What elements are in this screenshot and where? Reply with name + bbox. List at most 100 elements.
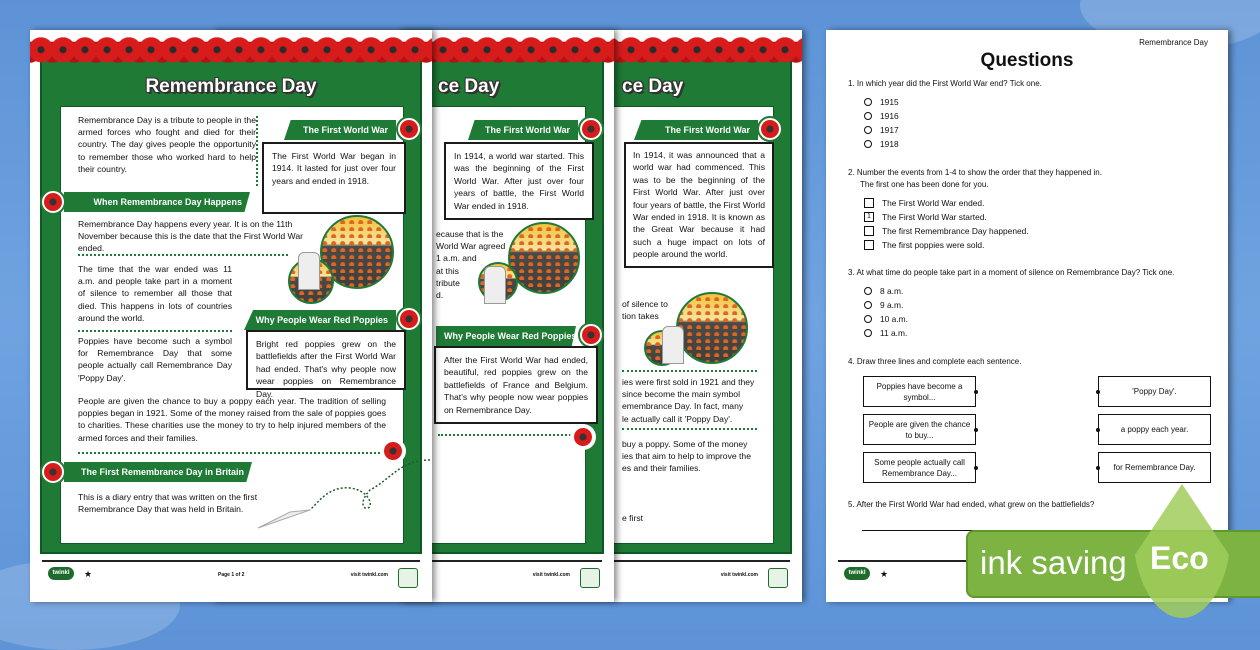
poppy-icon	[396, 116, 422, 142]
radio-icon[interactable]	[864, 112, 872, 120]
footer-site: visit twinkl.com	[350, 572, 388, 578]
question-2: 2. Number the events from 1-4 to show th…	[848, 168, 1102, 177]
radio-icon[interactable]	[864, 301, 872, 309]
poppies-text: Poppies have become such a symbol for Re…	[78, 336, 232, 383]
number-box[interactable]	[864, 198, 874, 208]
intro-text: Remembrance Day is a tribute to people i…	[78, 115, 256, 174]
footer-site: visit twinkl.com	[532, 572, 570, 578]
battlefield-illustration	[320, 215, 394, 289]
page-title: ce Day	[622, 76, 684, 97]
radio-icon[interactable]	[864, 329, 872, 337]
ink-saving-label: ink saving	[980, 544, 1127, 581]
twinkl-logo: twinkl	[48, 567, 74, 580]
number-box[interactable]: 1	[864, 212, 874, 222]
gravestone-image	[298, 252, 320, 290]
twinkl-badge-icon	[768, 568, 788, 588]
radio-icon[interactable]	[864, 126, 872, 134]
question-3: 3. At what time do people take part in a…	[848, 268, 1175, 277]
divider	[622, 370, 757, 372]
battlefield-illustration	[676, 292, 748, 364]
poppy-icon	[757, 116, 783, 142]
question-5: 5. After the First World War had ended, …	[848, 500, 1095, 509]
section-heading: Why People Wear Red Poppies	[244, 310, 396, 330]
poppy-icon	[40, 459, 66, 485]
match-left[interactable]: Some people actually call Remembrance Da…	[863, 452, 978, 483]
option[interactable]: 1918	[864, 139, 899, 149]
twinkl-logo: twinkl	[844, 567, 870, 580]
section-heading: Why People Wear Red Poppies	[436, 326, 576, 346]
divider	[256, 116, 258, 186]
match-left[interactable]: People are given the chance to buy...	[863, 414, 978, 445]
option[interactable]: 1916	[864, 111, 899, 121]
questions-page: Remembrance Day Questions 1. In which ye…	[826, 30, 1228, 602]
section-heading: When Remembrance Day Happens	[64, 192, 250, 212]
option[interactable]: 1917	[864, 125, 899, 135]
page-title: ce Day	[438, 76, 500, 97]
star-icon: ★	[880, 569, 889, 579]
number-box[interactable]	[864, 240, 874, 250]
option[interactable]: 9 a.m.	[864, 300, 903, 310]
paper-plane-icon	[257, 459, 431, 529]
divider	[438, 434, 574, 436]
order-item[interactable]: The first Remembrance Day happened.	[864, 226, 1029, 236]
gravestone-image	[662, 326, 684, 364]
twinkl-badge-icon	[398, 568, 418, 588]
match-right[interactable]: for Remembrance Day.	[1096, 452, 1211, 483]
partial-text: ies were first sold in 1921 and they sin…	[622, 377, 755, 424]
question-4: 4. Draw three lines and complete each se…	[848, 357, 1022, 366]
poppy-border	[30, 30, 432, 70]
page-title: Remembrance Day	[145, 76, 317, 97]
option[interactable]: 11 a.m.	[864, 328, 907, 338]
poppy-icon	[380, 438, 406, 464]
order-item[interactable]: The First World War ended.	[864, 198, 984, 208]
page-title: Questions	[980, 50, 1074, 71]
text-box: In 1914, a world war started. This was t…	[444, 142, 594, 221]
question-1: 1. In which year did the First World War…	[848, 79, 1042, 88]
order-item[interactable]: The first poppies were sold.	[864, 240, 984, 250]
match-left[interactable]: Poppies have become a symbol...	[863, 376, 978, 407]
poppy-icon	[40, 189, 66, 215]
section-heading: The First World War	[634, 120, 758, 140]
section-heading: The First World War	[468, 120, 578, 140]
twinkl-badge-icon	[580, 568, 600, 588]
section-heading: The First Remembrance Day in Britain	[64, 462, 252, 482]
option[interactable]: 1915	[864, 97, 899, 107]
radio-icon[interactable]	[864, 287, 872, 295]
page-header: Remembrance Day	[1139, 38, 1208, 47]
radio-icon[interactable]	[864, 98, 872, 106]
text-box: In 1914, it was announced that a world w…	[624, 142, 774, 268]
first-text: This is a diary entry that was written o…	[78, 492, 258, 515]
page-number: Page 1 of 2	[218, 572, 245, 578]
match-right[interactable]: a poppy each year.	[1096, 414, 1211, 445]
worksheet-page-1: Remembrance Day Remembrance Day is a tri…	[30, 30, 432, 602]
silence-text: The time that the war ended was 11 a.m. …	[78, 264, 232, 323]
text-box: After the First World War had ended, bea…	[434, 346, 598, 425]
footer-site: visit twinkl.com	[720, 572, 758, 578]
number-box[interactable]	[864, 226, 874, 236]
option[interactable]: 8 a.m.	[864, 286, 903, 296]
text-box: The First World War began in 1914. It la…	[262, 142, 406, 214]
divider	[78, 254, 288, 256]
divider	[78, 330, 232, 332]
text-box: Bright red poppies grew on the battlefie…	[246, 330, 406, 399]
battlefield-illustration	[508, 222, 580, 294]
section-heading: The First World War	[284, 120, 396, 140]
question-2-note: The first one has been done for you.	[860, 180, 989, 189]
when-text: Remembrance Day happens every year. It i…	[78, 219, 303, 254]
buy-text: People are given the chance to buy a pop…	[78, 396, 386, 443]
divider	[78, 452, 388, 454]
partial-text: e first	[622, 513, 644, 523]
radio-icon[interactable]	[864, 140, 872, 148]
gravestone-image	[484, 266, 506, 304]
option[interactable]: 10 a.m.	[864, 314, 908, 324]
match-right[interactable]: 'Poppy Day'.	[1096, 376, 1211, 407]
poppy-icon	[578, 322, 604, 348]
radio-icon[interactable]	[864, 315, 872, 323]
divider	[622, 428, 757, 430]
poppy-icon	[396, 306, 422, 332]
poppy-icon	[570, 424, 596, 450]
